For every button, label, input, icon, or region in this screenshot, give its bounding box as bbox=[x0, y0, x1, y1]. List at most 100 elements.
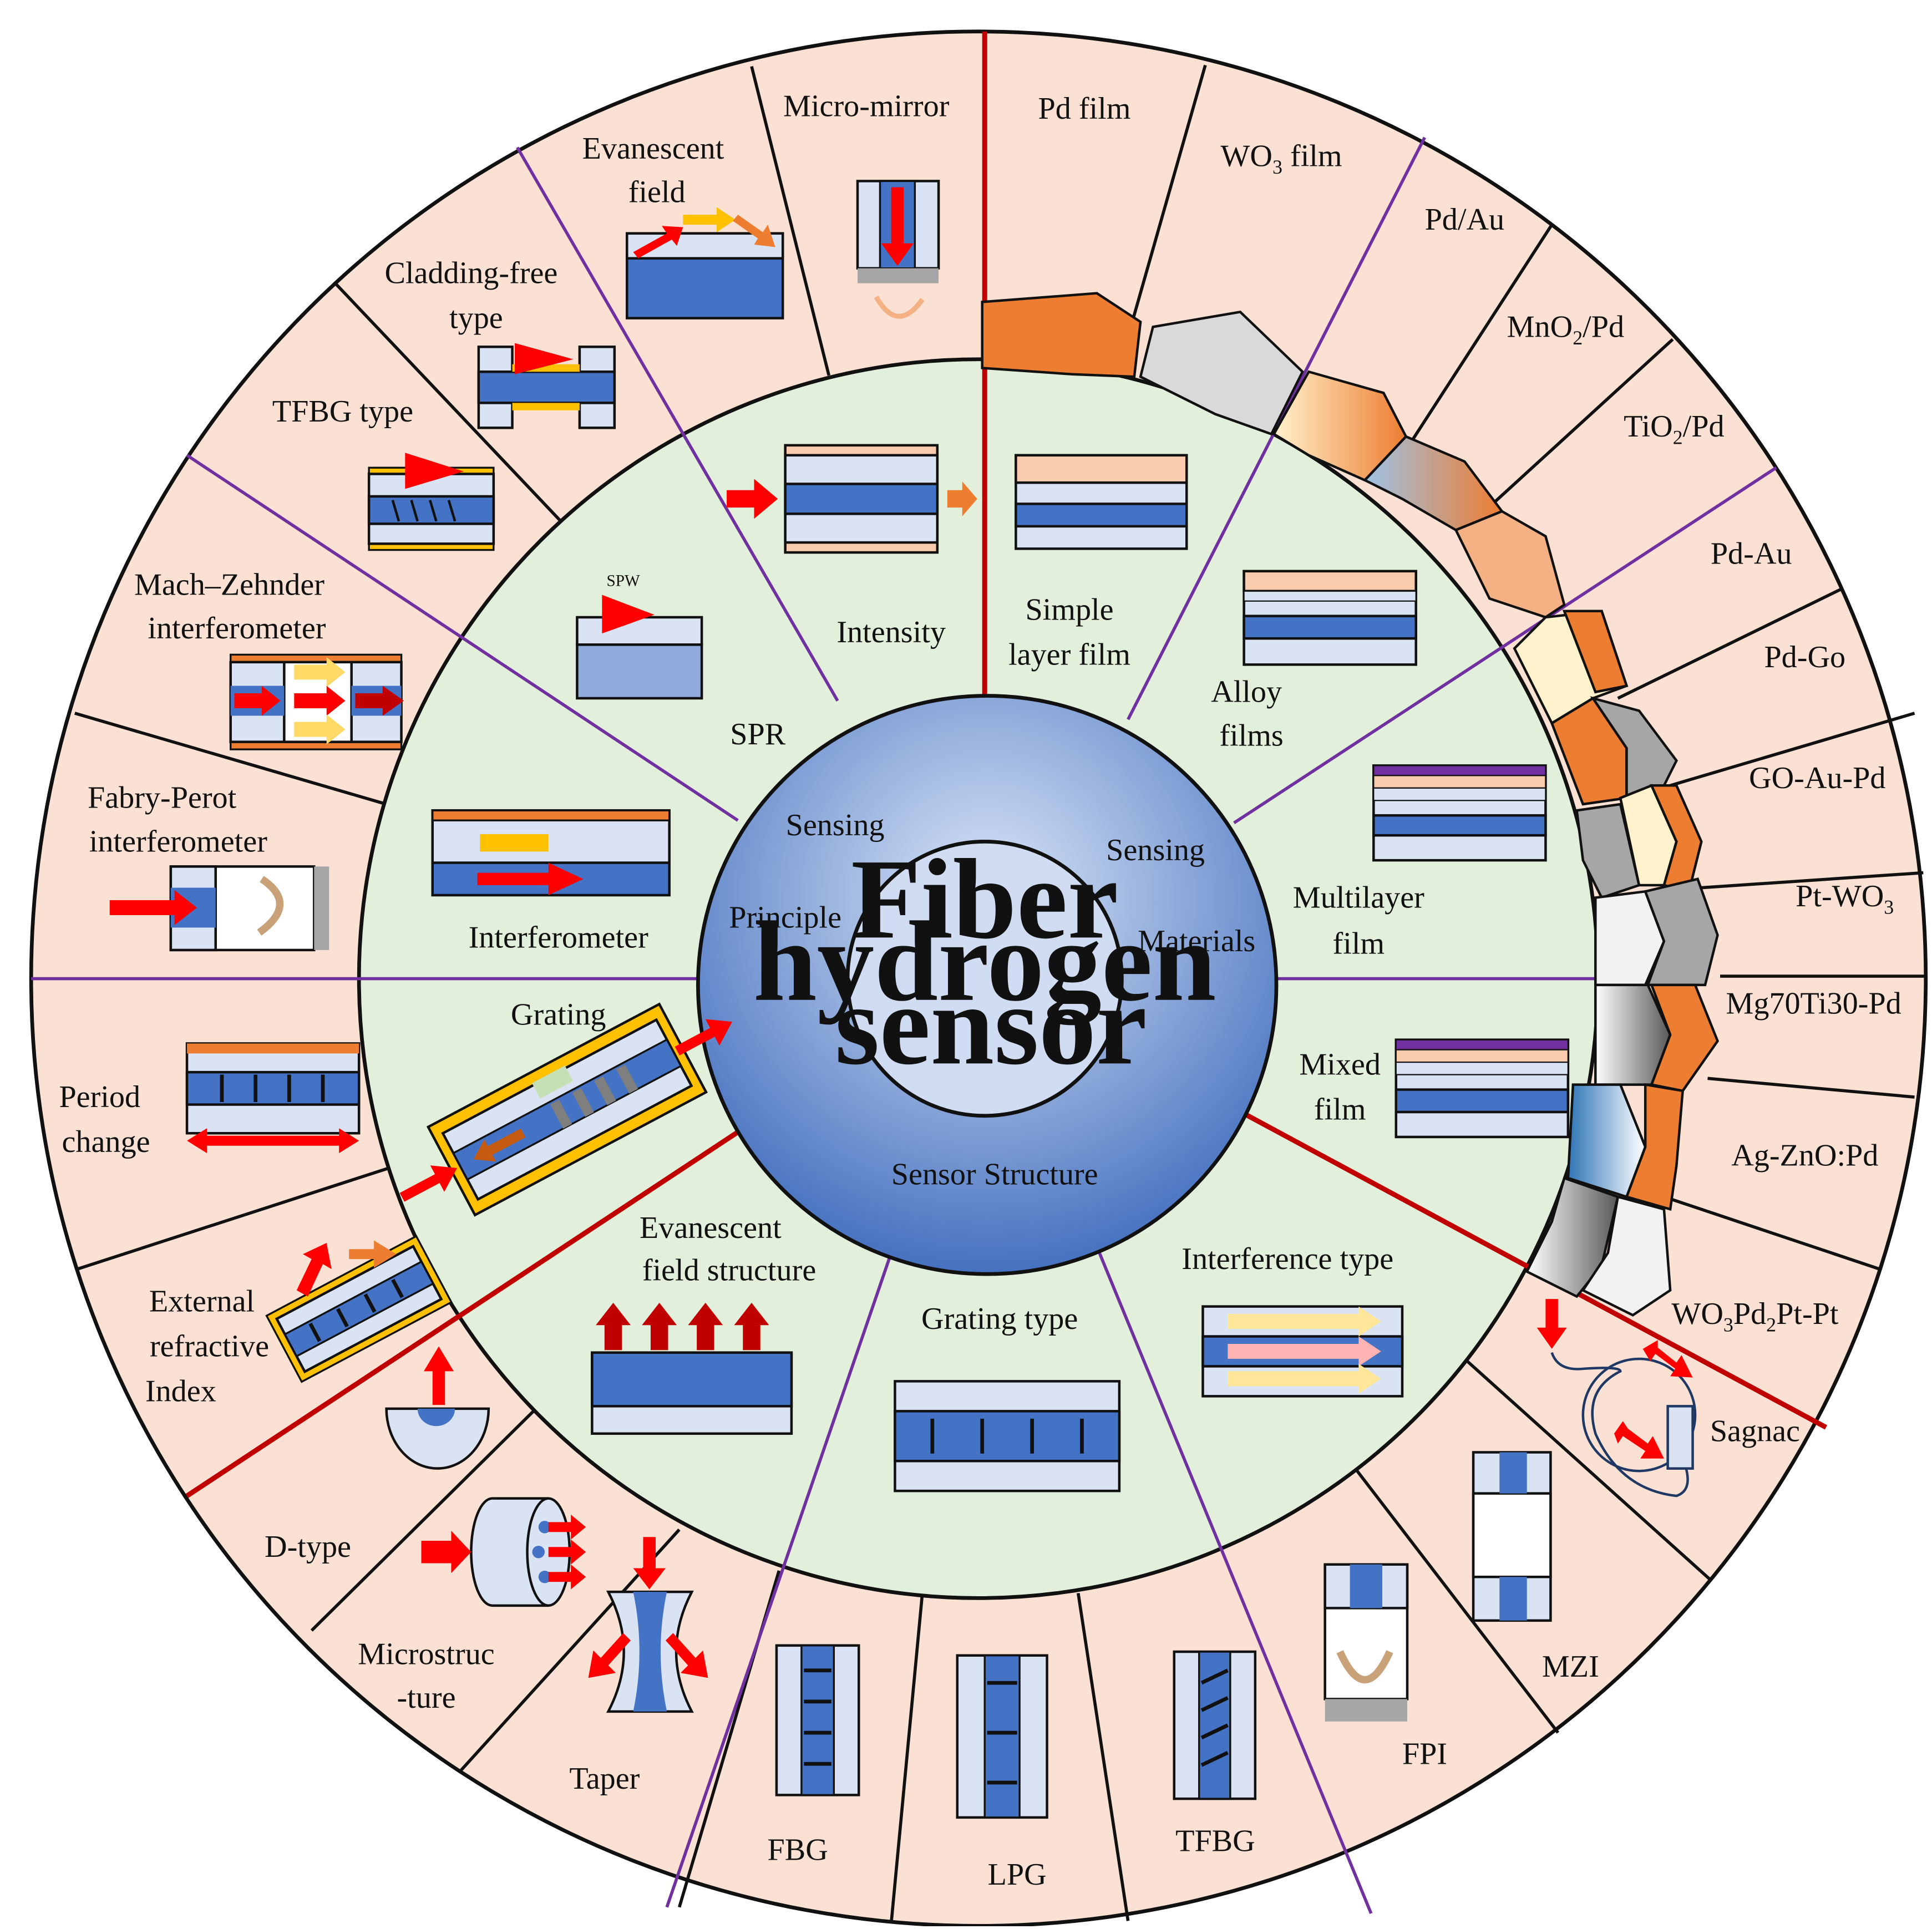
hub-materials-line1: Sensing bbox=[1106, 833, 1205, 867]
outer-label-mzi: MZI bbox=[1542, 1649, 1599, 1684]
sagnac-diagram bbox=[1537, 1299, 1697, 1497]
wo3pd-c: Pt-Pt bbox=[1776, 1297, 1839, 1331]
outer-label-evanescent-line1: Evanescent bbox=[582, 131, 724, 166]
interferometer-diagram bbox=[431, 809, 671, 897]
outer-label-micro-mirror: Micro-mirror bbox=[783, 89, 950, 124]
inner-label-simple-line1: Simple bbox=[1025, 592, 1113, 627]
wo3-main: WO bbox=[1220, 139, 1272, 173]
taper-diagram bbox=[588, 1537, 708, 1713]
mno2-main: MnO bbox=[1507, 309, 1573, 344]
mach-zehnder-diagram bbox=[229, 653, 404, 750]
multilayer-film-diagram bbox=[1372, 764, 1547, 862]
inner-label-spr: SPR bbox=[730, 717, 785, 752]
inner-label-multilayer-line2: film bbox=[1333, 927, 1385, 961]
ptwo3-sub: 3 bbox=[1884, 896, 1894, 918]
inner-label-mixed-line1: Mixed bbox=[1299, 1048, 1381, 1082]
outer-label-period-line1: Period bbox=[59, 1080, 140, 1114]
tio2-main: TiO bbox=[1624, 409, 1672, 444]
inner-label-evanescent-line2: field structure bbox=[642, 1253, 816, 1287]
inner-label-multilayer-line1: Multilayer bbox=[1293, 881, 1424, 915]
outer-label-mzi-line2: interferometer bbox=[148, 611, 326, 646]
spr-diagram bbox=[576, 595, 703, 700]
outer-label-tfbg-type: TFBG type bbox=[272, 394, 413, 429]
wo3pd-b: Pd bbox=[1733, 1297, 1766, 1331]
inner-label-interferometer: Interferometer bbox=[469, 920, 649, 955]
outer-label-micro-line1: Microstruc bbox=[358, 1637, 494, 1671]
outer-ring-dividers bbox=[74, 64, 1928, 1924]
outer-label-wo3-film: WO3 film bbox=[1220, 139, 1342, 177]
inner-label-alloy-line2: films bbox=[1219, 718, 1283, 753]
inner-label-mixed-line2: film bbox=[1314, 1093, 1366, 1127]
outer-label-lpg: LPG bbox=[988, 1857, 1047, 1892]
outer-label-wo3pd2pt: WO3Pd2Pt-Pt bbox=[1671, 1297, 1839, 1336]
period-change-diagram bbox=[185, 1042, 361, 1154]
hub-principle-line2: Principle bbox=[729, 900, 841, 935]
outer-label-tio2: TiO2/Pd bbox=[1624, 409, 1724, 448]
outer-label-dtype: D-type bbox=[265, 1530, 351, 1564]
inner-label-intensity: Intensity bbox=[836, 615, 946, 649]
outer-label-pt-wo3: Pt-WO3 bbox=[1796, 879, 1894, 918]
mzi-diagram bbox=[1472, 1451, 1552, 1622]
outer-label-micro-line2: -ture bbox=[397, 1681, 455, 1715]
inner-label-alloy-line1: Alloy bbox=[1211, 675, 1282, 709]
outer-label-fpi-line2: interferometer bbox=[89, 824, 267, 859]
outer-label-fpi: FPI bbox=[1402, 1737, 1447, 1771]
wo3pd-a: WO bbox=[1671, 1297, 1723, 1331]
outer-label-tfbg: TFBG bbox=[1175, 1824, 1255, 1859]
mixed-film-diagram bbox=[1395, 1038, 1570, 1139]
outer-label-evanescent-line2: field bbox=[628, 175, 686, 210]
outer-label-external-line1: External bbox=[149, 1285, 255, 1319]
outer-label-mzi-line1: Mach–Zehnder bbox=[134, 567, 324, 602]
intensity-diagram bbox=[727, 444, 977, 554]
outer-label-pdau: Pd/Au bbox=[1425, 202, 1505, 237]
wo3-sub: 3 bbox=[1272, 156, 1282, 178]
outer-label-mno2: MnO2/Pd bbox=[1507, 309, 1624, 348]
fabry-perot-diagram bbox=[109, 865, 329, 952]
interference-type-diagram bbox=[1201, 1305, 1404, 1398]
wo3-tail: film bbox=[1282, 139, 1342, 173]
tfbg-diagram bbox=[1173, 1650, 1257, 1800]
center-circle bbox=[845, 840, 1124, 1118]
evanescent-structure-diagram bbox=[591, 1302, 793, 1435]
inner-label-simple-line2: layer film bbox=[1008, 637, 1130, 672]
inner-label-grating-type: Grating type bbox=[921, 1302, 1078, 1336]
mno2-sub: 2 bbox=[1573, 327, 1583, 349]
outer-label-pd-go: Pd-Go bbox=[1764, 640, 1845, 674]
mno2-tail: /Pd bbox=[1583, 309, 1624, 344]
outer-label-sagnac: Sagnac bbox=[1710, 1414, 1800, 1448]
outer-label-external-line2: refractive bbox=[150, 1329, 269, 1363]
outer-label-mg70: Mg70Ti30-Pd bbox=[1726, 987, 1901, 1021]
hub-structure-label: Sensor Structure bbox=[891, 1157, 1098, 1191]
outer-label-period-line2: change bbox=[62, 1125, 150, 1159]
hub-principle-line1: Sensing bbox=[786, 808, 885, 842]
lpg-diagram bbox=[956, 1654, 1048, 1819]
alloy-film-diagram bbox=[1243, 570, 1417, 666]
grating-type-diagram bbox=[894, 1380, 1121, 1493]
center-title-line3: sensor bbox=[835, 961, 1147, 1088]
outer-label-pd-au: Pd-Au bbox=[1711, 536, 1792, 571]
outer-label-external-line3: Index bbox=[145, 1374, 216, 1408]
tio2-tail: /Pd bbox=[1683, 409, 1725, 444]
microstructure-diagram bbox=[421, 1497, 586, 1607]
fpi-diagram bbox=[1324, 1563, 1409, 1722]
hub-materials-line2: Materials bbox=[1138, 924, 1255, 958]
simple-layer-film-diagram bbox=[1015, 454, 1188, 550]
outer-label-fbg: FBG bbox=[768, 1832, 828, 1867]
inner-label-grating: Grating bbox=[511, 998, 606, 1032]
outer-label-ag-zno: Ag-ZnO:Pd bbox=[1731, 1139, 1878, 1173]
center-title-line2: hydrogen bbox=[753, 898, 1216, 1026]
ptwo3-main: Pt-WO bbox=[1796, 879, 1884, 913]
outer-label-taper: Taper bbox=[569, 1762, 640, 1796]
outer-label-cladding-line2: type bbox=[449, 301, 503, 336]
d-type-diagram bbox=[385, 1346, 490, 1470]
material-film-blocks bbox=[981, 292, 1720, 1317]
external-index-diagram bbox=[265, 1235, 453, 1383]
micro-mirror-diagram bbox=[856, 180, 940, 319]
wo3pd-s2: 2 bbox=[1766, 1314, 1776, 1336]
cladding-free-diagram bbox=[477, 343, 616, 429]
outer-label-fpi-line1: Fabry-Perot bbox=[88, 781, 237, 815]
evanescent-field-diagram bbox=[626, 207, 784, 319]
wo3pd-s1: 3 bbox=[1723, 1314, 1733, 1336]
